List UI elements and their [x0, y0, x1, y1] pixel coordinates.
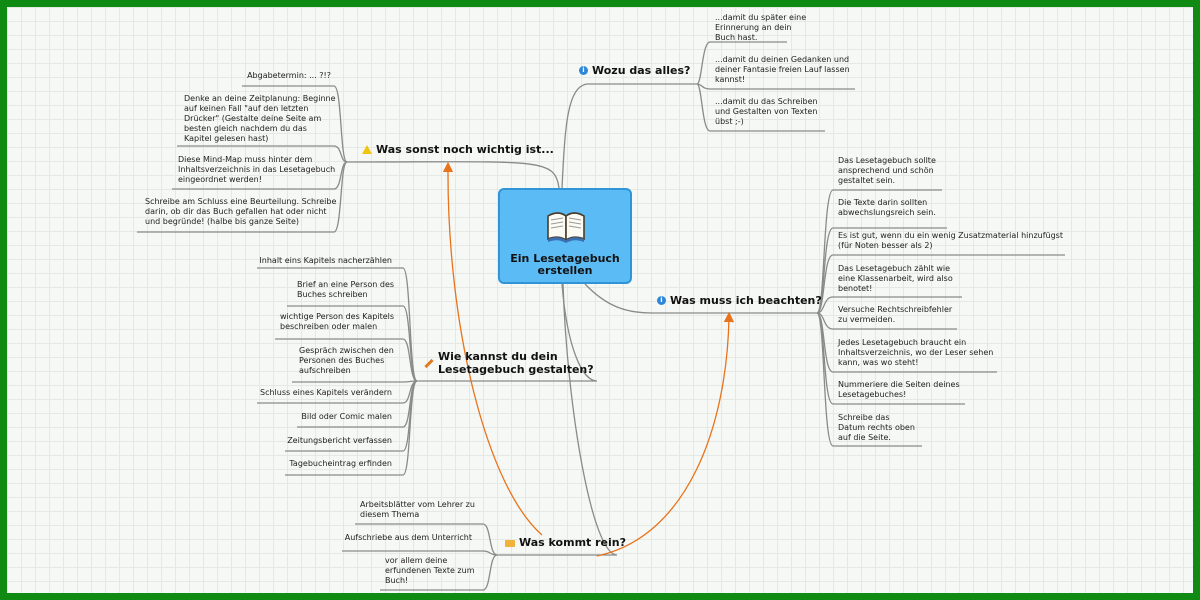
leaf-gestalten-3[interactable]: wichtige Person des Kapitels beschreiben…	[280, 312, 395, 331]
leaf-beachten-1[interactable]: Das Lesetagebuch sollte ansprechend und …	[838, 156, 936, 185]
central-title: Ein Lesetagebuch erstellen	[510, 252, 620, 277]
branch-wozu[interactable]: i Wozu das alles?	[579, 64, 690, 77]
leaf-gestalten-4[interactable]: Gespräch zwischen den Personen des Buche…	[299, 346, 394, 375]
leaf-gestalten-7[interactable]: Zeitungsbericht verfassen	[287, 436, 392, 445]
leaf-beachten-3[interactable]: Es ist gut, wenn du ein wenig Zusatzmate…	[838, 231, 1063, 250]
branch-gestalten[interactable]: Wie kannst du dein Lesetagebuch gestalte…	[424, 350, 594, 376]
leaf-rein-2[interactable]: Aufschriebe aus dem Unterricht	[344, 533, 472, 542]
leaf-sonst-2[interactable]: Denke an deine Zeitplanung: Beginne auf …	[184, 94, 336, 143]
open-book-icon	[547, 212, 585, 243]
leaf-beachten-2[interactable]: Die Texte darin sollten abwechslungsreic…	[838, 198, 936, 217]
info-icon: i	[579, 66, 588, 75]
leaf-wozu-1[interactable]: ...damit du später eine Erinnerung an de…	[715, 13, 807, 42]
leaf-sonst-3[interactable]: Diese Mind-Map muss hinter dem Inhaltsve…	[178, 155, 336, 184]
connector-lines	[137, 41, 1065, 591]
leaf-sonst-4[interactable]: Schreibe am Schluss eine Beurteilung. Sc…	[145, 197, 337, 226]
warning-icon	[362, 145, 372, 154]
leaf-gestalten-8[interactable]: Tagebucheintrag erfinden	[289, 459, 392, 468]
leaf-gestalten-6[interactable]: Bild oder Comic malen	[301, 412, 392, 421]
leaf-beachten-8[interactable]: Schreibe das Datum rechts oben auf die S…	[838, 413, 915, 442]
leaf-gestalten-1[interactable]: Inhalt eins Kapitels nacherzählen	[259, 256, 392, 265]
pencil-icon	[424, 358, 434, 368]
branch-wozu-title: Wozu das alles?	[592, 64, 691, 77]
leaf-wozu-2[interactable]: ...damit du deinen Gedanken und deiner F…	[715, 55, 850, 84]
leaf-rein-1[interactable]: Arbeitsblätter vom Lehrer zu diesem Them…	[360, 500, 475, 519]
branch-beachten[interactable]: i Was muss ich beachten?	[657, 294, 822, 307]
leaf-gestalten-2[interactable]: Brief an eine Person des Buches schreibe…	[297, 280, 395, 299]
branch-rein[interactable]: Was kommt rein?	[505, 536, 626, 549]
central-topic[interactable]: Ein Lesetagebuch erstellen	[498, 188, 632, 284]
leaf-beachten-5[interactable]: Versuche Rechtschreibfehler zu vermeiden…	[838, 305, 953, 324]
folder-icon	[505, 540, 515, 547]
branch-beachten-title: Was muss ich beachten?	[670, 294, 822, 307]
leaf-rein-3[interactable]: vor allem deine erfundenen Texte zum Buc…	[385, 556, 475, 585]
branch-sonst-title: Was sonst noch wichtig ist...	[376, 143, 554, 156]
branch-rein-title: Was kommt rein?	[519, 536, 626, 549]
leaf-sonst-1[interactable]: Abgabetermin: ... ?!?	[247, 71, 331, 80]
branch-sonst[interactable]: Was sonst noch wichtig ist...	[362, 143, 554, 156]
leaf-beachten-4[interactable]: Das Lesetagebuch zählt wie eine Klassena…	[838, 264, 953, 293]
info-icon: i	[657, 296, 666, 305]
mind-map-canvas: Ein Lesetagebuch erstellen i Wozu das al…	[7, 7, 1193, 593]
leaf-beachten-7[interactable]: Nummeriere die Seiten deines Lesetagebuc…	[838, 380, 960, 399]
leaf-gestalten-5[interactable]: Schluss eines Kapitels verändern	[259, 388, 392, 397]
leaf-wozu-3[interactable]: ...damit du das Schreiben und Gestalten …	[715, 97, 818, 126]
branch-gestalten-title: Wie kannst du dein Lesetagebuch gestalte…	[438, 350, 594, 376]
leaf-beachten-6[interactable]: Jedes Lesetagebuch braucht ein Inhaltsve…	[838, 338, 994, 367]
